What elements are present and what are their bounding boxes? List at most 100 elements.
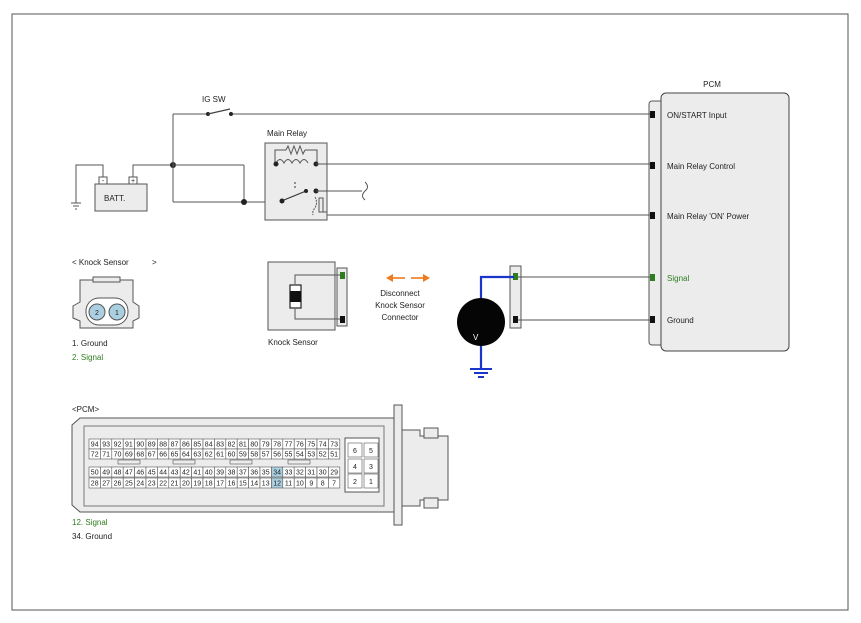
disconnect-label-3: Connector [382,313,419,322]
pcm-connector-key [287,459,311,465]
pcm-side-pin-number: 1 [369,479,373,486]
pcm-pin-number: 38 [228,470,236,477]
pcm-pin-number: 23 [148,481,156,488]
pcm-pin-number: 18 [205,481,213,488]
disconnect-label-2: Knock Sensor [375,301,425,310]
battery-minus-sign: - [102,178,105,185]
pcm-module [660,92,790,352]
splice-node [241,199,247,205]
knock-sensor-connector-title: < Knock Sensor [72,258,129,267]
pcm-pin-number: 72 [91,452,99,459]
pcm-pin-number: 41 [193,470,201,477]
pcm-title: PCM [703,80,721,89]
pcm-pin-number: 7 [332,481,336,488]
pcm-pin-number: 45 [148,470,156,477]
pcm-connector-face-panel [83,425,385,507]
knock-sensor-internal-wire [294,274,340,284]
pcm-pin-number: 76 [296,442,304,449]
battery-pos-wire [132,164,173,177]
pcm-pin-number: 56 [273,452,281,459]
pcm-pin-number: 74 [319,442,327,449]
pcm-side-pin-cell [363,442,379,458]
pcm-pin-main-relay-control: Main Relay Control [667,162,735,171]
pcm-pin-number: 46 [136,470,144,477]
pcm-side-pin-number: 3 [369,464,373,471]
relay-linkage [312,196,317,216]
pcm-pin-number: 37 [239,470,247,477]
pcm-connector-title: <PCM> [72,405,99,414]
pcm-pin-number: 39 [216,470,224,477]
knock-connector-pin-1 [108,303,126,321]
pcm-pin-number: 62 [205,452,213,459]
pcm-pin-number: 49 [102,470,110,477]
pcm-pin-number: 70 [114,452,122,459]
pcm-connector-housing-tab [423,497,439,509]
pcm-pin-terminal-signal [650,274,655,281]
pcm-pin-number: 12 [273,481,281,488]
battery-label: BATT. [104,194,125,203]
pcm-pin-number: 55 [285,452,293,459]
knock-sensor: Knock Sensor [267,261,348,347]
pcm-pin-on-start-input: ON/START Input [667,111,727,120]
pcm-pin-number: 31 [307,470,315,477]
ig-switch-blade [207,108,231,115]
pcm-side-pin-number: 6 [353,448,357,455]
pcm-pin-terminal [650,111,655,118]
pcm-pin-signal: Signal [667,274,689,283]
relay-switch-blade [283,190,307,201]
pcm-pin-number: 92 [114,442,122,449]
knock-legend-signal: 2. Signal [72,353,103,362]
pcm-pin-terminal [650,316,655,323]
pcm-pin-number: 79 [262,442,270,449]
pcm-pin-number: 80 [250,442,258,449]
relay-coil-wire [305,149,318,163]
knock-connector-pin-2 [88,303,106,321]
pcm-pin-number: 48 [114,470,122,477]
pcm-pin-number: 77 [285,442,293,449]
pcm-pin-number: 15 [239,481,247,488]
relay-diode [318,197,324,213]
pcm-pin-number: 8 [321,481,325,488]
pcm-connector-key [229,459,253,465]
meter-lead-positive [479,275,514,302]
pcm-pin-number: 44 [159,470,167,477]
main-relay-label: Main Relay [267,129,307,138]
knock-legend-ground: 1. Ground [72,339,108,348]
pcm-pin-number: 69 [125,452,133,459]
relay-coil-wire [274,149,286,163]
pcm-pin-terminal [650,162,655,169]
pcm-side-pin-number: 5 [369,448,373,455]
pcm-pin-number: 35 [262,470,270,477]
pcm-pin-number: 16 [228,481,236,488]
pcm-pin-number: 73 [330,442,338,449]
pcm-pin-number: 17 [216,481,224,488]
pcm-connector-housing-tab [423,427,439,439]
pcm-pin-number: 60 [228,452,236,459]
pcm-pin-number: 30 [319,470,327,477]
pcm-pin-number: 11 [285,481,292,488]
disconnect-arrows: Disconnect Knock Sensor Connector [375,274,430,322]
knock-sensor-terminal-signal [340,272,345,279]
pcm-pin-number: 53 [307,452,315,459]
pcm-pin-number: 36 [250,470,258,477]
pcm-pin-number: 22 [159,481,167,488]
disconnect-label-1: Disconnect [380,289,420,298]
pcm-pin-number: 58 [250,452,258,459]
pcm-pin-number: 29 [330,470,338,477]
pcm-legend-ground: 34. Ground [72,532,112,541]
pcm-pin-number: 83 [216,442,224,449]
pcm-pin-cell [328,448,341,460]
relay-switch-pivot [304,189,308,193]
pcm-pin-number: 81 [239,442,247,449]
voltmeter [457,298,505,346]
pcm-pin-number: 57 [262,452,270,459]
pcm-pin-number: 54 [296,452,304,459]
pcm-pin-number: 64 [182,452,190,459]
disconnect-arrow-left [386,274,393,282]
pcm-connector-key [172,459,196,465]
pcm-pin-number: 26 [114,481,122,488]
ig-switch-contact [229,112,233,116]
